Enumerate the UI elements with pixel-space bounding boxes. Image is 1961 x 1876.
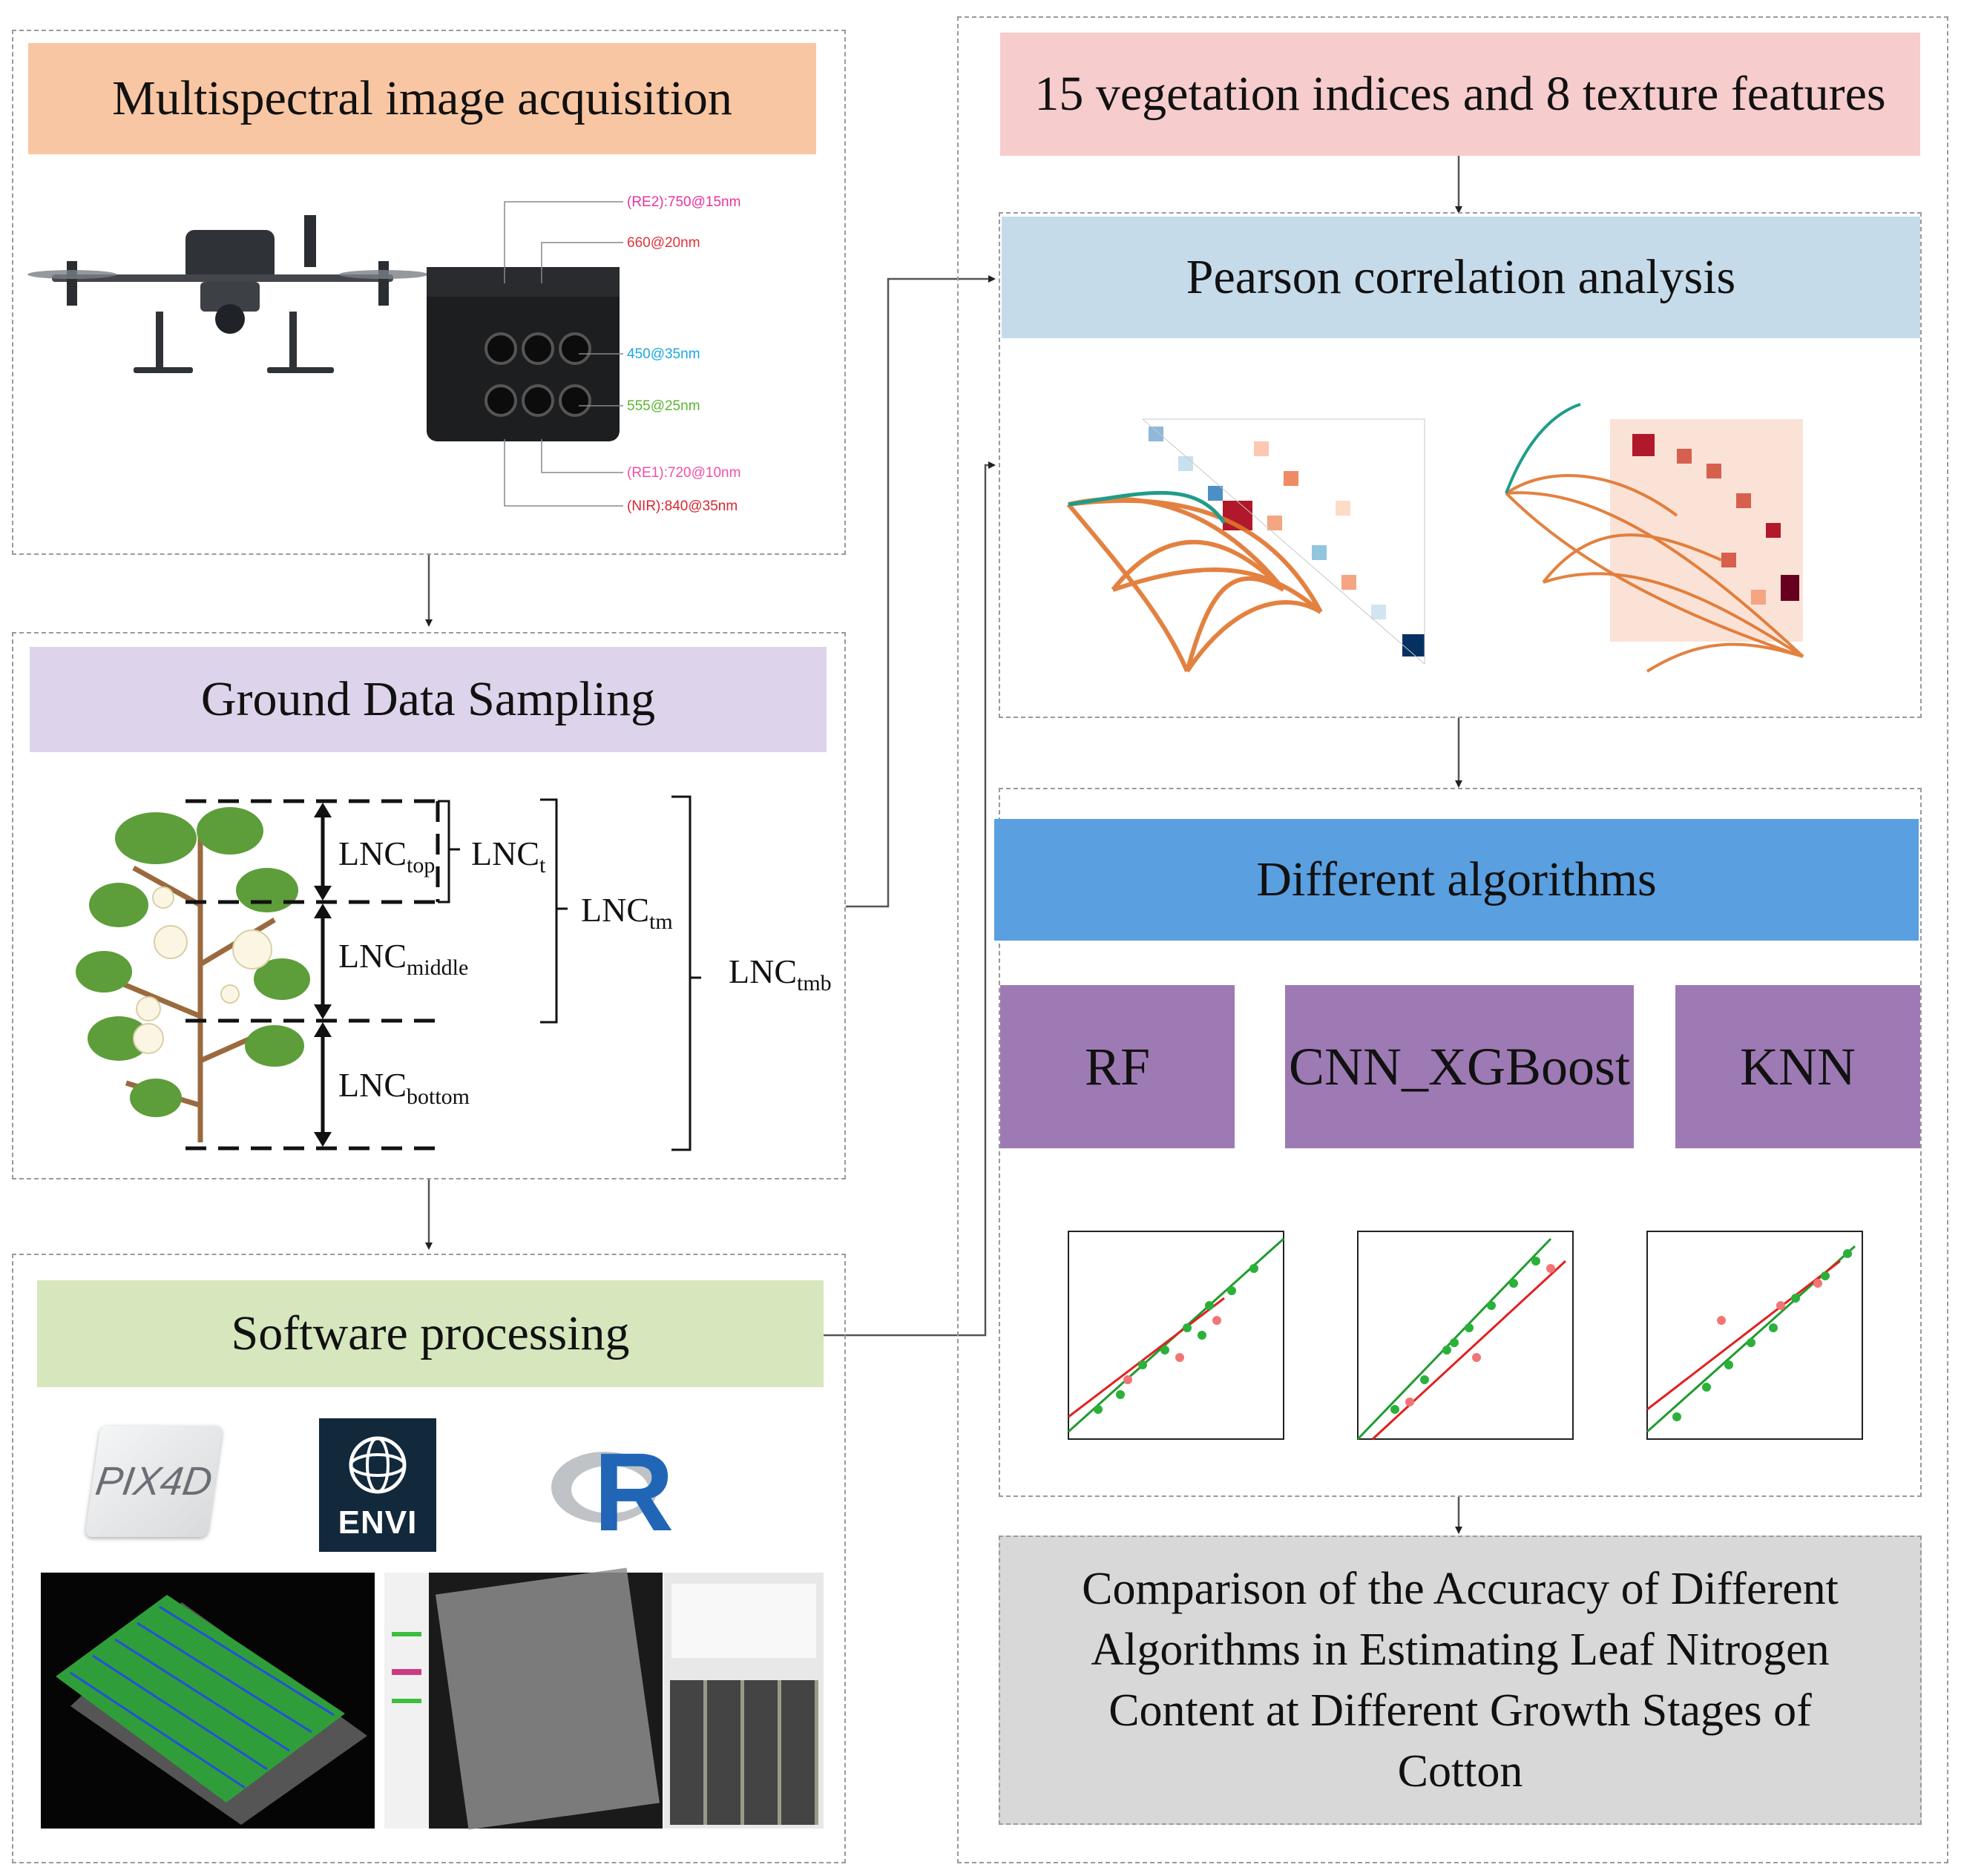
comparison-line-4: Cotton xyxy=(1397,1746,1523,1797)
r-logo: R xyxy=(549,1429,674,1554)
comparison-line-2: Algorithms in Estimating Leaf Nitrogen xyxy=(1091,1625,1830,1675)
lnc-tmb-label: LNCtmb xyxy=(729,952,832,996)
algorithms-panel xyxy=(999,788,1922,1497)
algorithm-knn: KNN xyxy=(1675,985,1920,1148)
ground-sampling-title: Ground Data Sampling xyxy=(30,647,827,752)
lnc-tm-label: LNCtm xyxy=(581,891,673,935)
comparison-line-3: Content at Different Growth Stages of xyxy=(1108,1685,1812,1736)
band-label-re2: (RE2):750@15nm xyxy=(627,194,741,210)
arrow-software-to-pearson xyxy=(824,461,996,1337)
lnc-middle-label: LNCmiddle xyxy=(338,937,469,981)
algorithm-cnn-xgboost: CNN_XGBoost xyxy=(1285,985,1634,1148)
band-label-660: 660@20nm xyxy=(627,235,700,251)
algorithm-rf: RF xyxy=(1000,985,1235,1148)
lnc-bottom-label: LNCbottom xyxy=(338,1066,470,1110)
pearson-title: Pearson correlation analysis xyxy=(1002,217,1920,338)
band-label-555: 555@25nm xyxy=(627,398,700,414)
scatter-plot-cnn-xgboost xyxy=(1356,1231,1574,1441)
r-image-grid xyxy=(670,1680,818,1825)
camera-callout-lines xyxy=(504,201,623,507)
globe-icon xyxy=(349,1436,407,1494)
envi-logo-text: ENVI xyxy=(338,1504,418,1541)
drone-illustration xyxy=(27,215,428,373)
acquisition-panel xyxy=(12,30,846,555)
lnc-t-label: LNCt xyxy=(471,835,546,878)
software-panel xyxy=(12,1254,846,1863)
acquisition-title: Multispectral image acquisition xyxy=(28,43,816,154)
r-logo-ring xyxy=(551,1452,658,1523)
field-image xyxy=(435,1567,660,1830)
band-label-450: 450@35nm xyxy=(627,346,700,362)
lnc-top-label: LNCtop xyxy=(338,835,436,878)
comparison-title: Comparison of the Accuracy of Different … xyxy=(999,1536,1922,1825)
sidebar-highlight-2 xyxy=(392,1669,421,1675)
heatmap-cells-left xyxy=(1149,427,1425,656)
pearson-panel xyxy=(999,212,1922,718)
point-cloud-screenshot xyxy=(41,1573,375,1829)
r-logo-letter: R xyxy=(594,1429,674,1554)
arrow-ground-to-pearson xyxy=(846,275,996,908)
software-title: Software processing xyxy=(37,1280,824,1387)
pix4d-logo-text: PIX4D xyxy=(93,1459,215,1504)
features-title: 15 vegetation indices and 8 texture feat… xyxy=(1000,33,1920,156)
sidebar-highlight-3 xyxy=(392,1699,421,1703)
comparison-line-1: Comparison of the Accuracy of Different xyxy=(1082,1564,1839,1614)
lnc-bracket-lines xyxy=(185,795,701,1151)
correlation-heatmap-left xyxy=(1066,418,1425,673)
camera-lenses xyxy=(427,267,620,417)
r-console-area xyxy=(671,1584,816,1658)
r-processing-screenshot xyxy=(664,1573,824,1829)
ground-sampling-panel xyxy=(12,632,846,1179)
cotton-plant-illustration xyxy=(76,807,310,1142)
pix4d-logo: PIX4D xyxy=(85,1426,223,1537)
sidebar-highlight-1 xyxy=(392,1632,421,1636)
envi-processing-screenshot xyxy=(384,1567,663,1830)
heatmap-grid-right xyxy=(1610,419,1803,642)
band-label-nir: (NIR):840@35nm xyxy=(627,498,738,514)
band-label-re1: (RE1):720@10nm xyxy=(627,465,741,481)
multispectral-camera xyxy=(427,267,620,441)
envi-logo: ENVI xyxy=(319,1418,436,1552)
correlation-heatmap-right xyxy=(1505,403,1804,673)
scatter-plot-knn xyxy=(1646,1231,1863,1440)
point-cloud-render xyxy=(56,1595,367,1825)
right-column-panel xyxy=(957,16,1948,1863)
algorithms-title: Different algorithms xyxy=(994,819,1919,941)
scatter-plot-rf xyxy=(1067,1231,1285,1440)
